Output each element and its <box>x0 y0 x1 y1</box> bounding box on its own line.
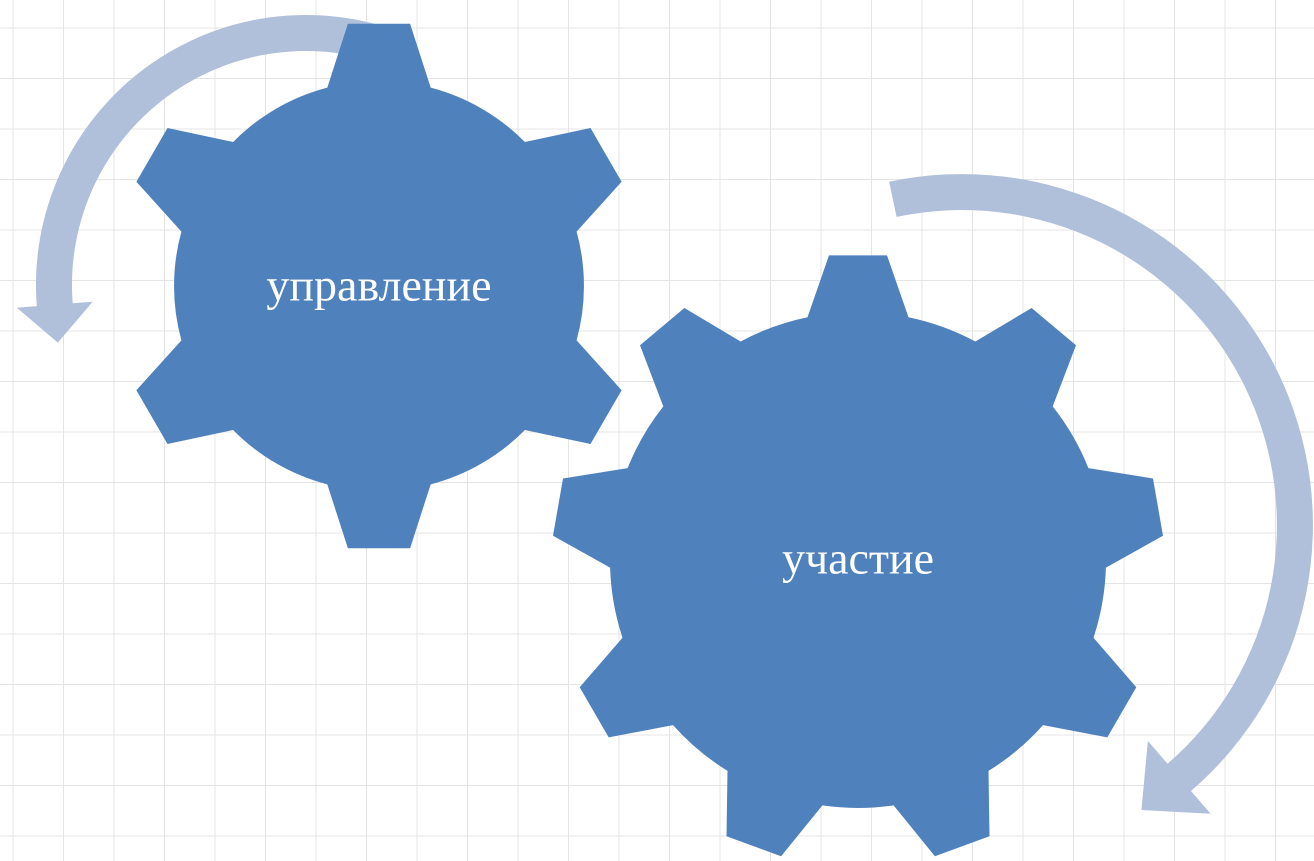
gear-small-label: управление <box>266 260 491 311</box>
gear-small <box>136 23 622 549</box>
gear-large <box>553 255 1163 857</box>
curved-arrow-small <box>16 14 404 343</box>
gear-large-label: участие <box>782 533 934 584</box>
